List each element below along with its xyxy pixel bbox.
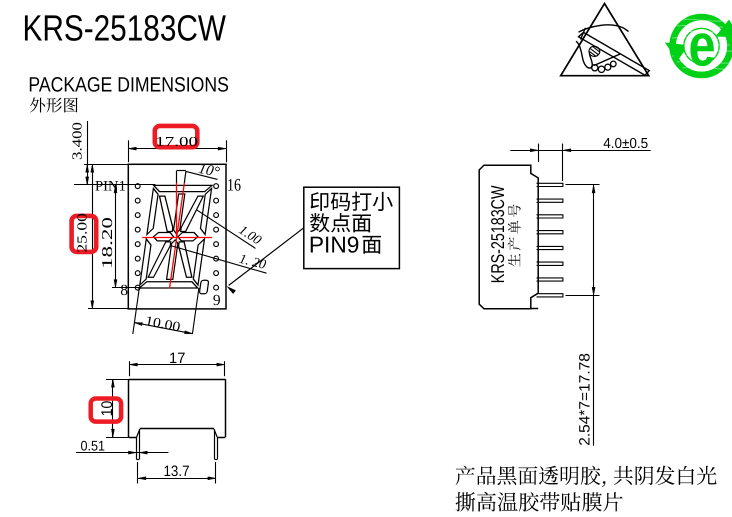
svg-text:KRS-25183CW: KRS-25183CW xyxy=(23,8,227,49)
svg-text:10°: 10° xyxy=(197,161,221,181)
svg-text:0.51: 0.51 xyxy=(81,437,106,453)
svg-text:PIN9: PIN9 xyxy=(309,231,360,257)
svg-text:PIN1: PIN1 xyxy=(95,178,126,194)
svg-text:3.400: 3.400 xyxy=(70,122,85,160)
svg-text:9: 9 xyxy=(213,292,221,309)
svg-text:18.20: 18.20 xyxy=(100,217,116,269)
svg-text:e: e xyxy=(689,12,716,79)
svg-text:2.54*7=17.78: 2.54*7=17.78 xyxy=(576,353,593,446)
svg-text:1. 20: 1. 20 xyxy=(238,251,268,272)
svg-text:PACKAGE DIMENSIONS: PACKAGE DIMENSIONS xyxy=(28,74,229,97)
svg-text:25.00: 25.00 xyxy=(74,213,89,253)
svg-text:13.7: 13.7 xyxy=(164,463,190,480)
svg-text:4.0±0.5: 4.0±0.5 xyxy=(603,136,648,152)
svg-text:17: 17 xyxy=(169,350,185,367)
svg-text:KRS-25183CW: KRS-25183CW xyxy=(487,185,508,283)
svg-text:16: 16 xyxy=(227,174,241,194)
svg-text:10: 10 xyxy=(99,400,116,416)
svg-text:8: 8 xyxy=(120,282,128,299)
svg-text:17.00: 17.00 xyxy=(155,134,198,149)
svg-text:10.00: 10.00 xyxy=(144,313,182,334)
